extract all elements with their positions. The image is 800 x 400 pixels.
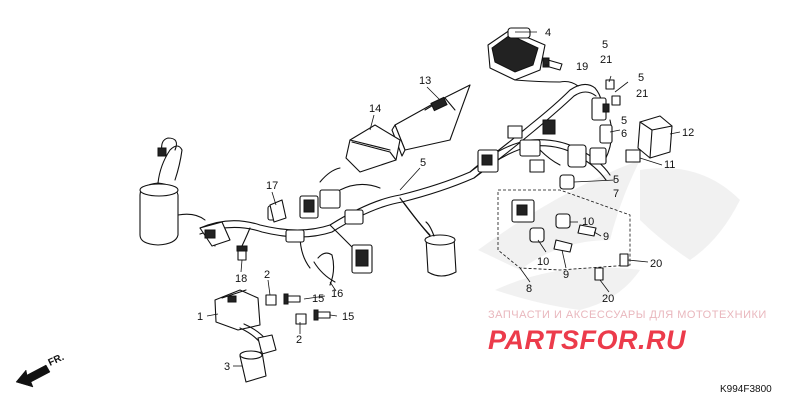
callout-11: 11 <box>664 159 675 171</box>
part-17-clip <box>269 199 287 223</box>
watermark: ЗАПЧАСТИ И АКСЕССУАРЫ ДЛЯ МОТОТЕХНИКИ PA… <box>488 309 767 355</box>
callout-21-right: 21 <box>636 88 648 100</box>
front-arrow-icon <box>15 364 51 388</box>
callout-14: 14 <box>369 103 381 115</box>
right-canister <box>424 221 457 277</box>
part-12-relay <box>625 115 673 163</box>
callout-6: 6 <box>621 128 627 140</box>
callout-15-lower: 15 <box>342 311 354 323</box>
callout-5-top: 5 <box>602 39 608 51</box>
callout-19: 19 <box>576 61 588 73</box>
callout-8: 8 <box>526 283 532 295</box>
part-19-bolt <box>542 57 563 71</box>
callout-9-lower: 9 <box>563 269 569 281</box>
callout-18: 18 <box>235 273 247 285</box>
left-canister <box>139 137 206 246</box>
callout-21-top: 21 <box>600 54 612 66</box>
callout-10-lower: 10 <box>537 256 549 268</box>
front-label: FR. <box>47 352 66 369</box>
callout-20-bottom: 20 <box>602 293 614 305</box>
callout-16: 16 <box>331 288 343 300</box>
callout-2-upper: 2 <box>264 269 270 281</box>
callout-5-top-right: 5 <box>638 72 644 84</box>
callout-10-upper: 10 <box>582 216 594 228</box>
callout-5-right: 5 <box>621 115 627 127</box>
callout-4: 4 <box>545 27 551 39</box>
callout-2-lower: 2 <box>296 334 302 346</box>
callout-20-right: 20 <box>650 258 662 270</box>
connector-cluster-right <box>477 97 613 190</box>
callout-15-upper: 15 <box>312 293 324 305</box>
callout-12: 12 <box>682 127 694 139</box>
part-14-unit <box>345 124 401 173</box>
part-8-assembly <box>497 189 631 281</box>
part-3-plug-cap <box>239 350 267 383</box>
connector-cluster-center <box>199 189 373 274</box>
part-18-screw <box>236 245 248 261</box>
callout-13: 13 <box>419 75 431 87</box>
callout-3: 3 <box>224 361 230 373</box>
callout-7: 7 <box>613 188 619 200</box>
part-1-ignition-coil <box>214 289 277 355</box>
callout-17: 17 <box>266 180 278 192</box>
callout-5-lower-right: 5 <box>613 174 619 186</box>
callout-1: 1 <box>197 311 203 323</box>
front-direction-indicator: FR. <box>15 352 66 388</box>
part-21-relays <box>605 79 621 106</box>
callout-5-center: 5 <box>420 157 426 169</box>
callout-labels: 1 2 2 3 4 5 5 5 5 5 6 7 8 9 9 9 10 10 11… <box>197 27 694 373</box>
part-16-band <box>313 252 336 286</box>
diagram-code: K994F3800 <box>720 384 772 395</box>
part-4-regulator <box>487 27 579 87</box>
leader-lines <box>206 31 681 367</box>
parts-2-15-bolts <box>265 293 331 325</box>
part-13-control-unit <box>391 84 471 157</box>
callout-9-upper: 9 <box>603 231 609 243</box>
watermark-tagline: ЗАПЧАСТИ И АКСЕССУАРЫ ДЛЯ МОТОТЕХНИКИ <box>488 309 767 321</box>
watermark-brand: PARTSFOR.RU <box>488 325 687 355</box>
